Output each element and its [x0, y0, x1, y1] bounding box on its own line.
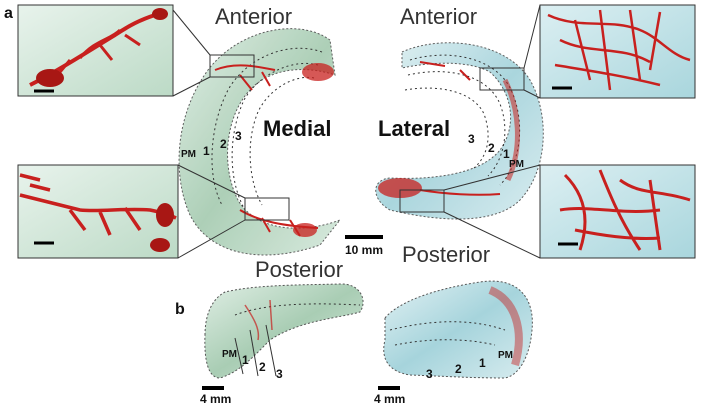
zone-1-medial-b: 1	[242, 353, 249, 367]
anterior-label-right: Anterior	[400, 4, 478, 29]
lateral-label: Lateral	[378, 116, 451, 141]
medial-section	[202, 283, 364, 390]
callout-lines	[172, 4, 541, 259]
inset-bottom-left	[17, 164, 179, 259]
inset-bottom-right	[539, 164, 696, 259]
zone-pm-lateral-b: PM	[498, 350, 513, 361]
zone-3-medial: 3	[235, 129, 242, 143]
posterior-label-right: Posterior	[402, 242, 491, 267]
scale-label-b-right: 4 mm	[374, 392, 406, 406]
zone-pm-medial-b: PM	[222, 349, 237, 360]
zone-pm-medial: PM	[181, 149, 196, 160]
zone-2-medial: 2	[220, 137, 227, 151]
medial-label: Medial	[263, 116, 332, 141]
scale-label-a: 10 mm	[345, 243, 384, 257]
zone-3-lateral-b: 3	[426, 367, 433, 381]
anterior-label-left: Anterior	[215, 4, 293, 29]
zone-pm-lateral: PM	[509, 159, 524, 170]
lateral-section	[378, 280, 533, 390]
zone-3-lateral: 3	[468, 132, 475, 146]
zone-2-medial-b: 2	[259, 360, 266, 374]
zone-3-medial-b: 3	[276, 367, 283, 381]
inset-top-left	[17, 4, 174, 97]
zone-1-lateral: 1	[503, 147, 510, 161]
zone-1-medial: 1	[203, 144, 210, 158]
panel-label-a: a	[4, 5, 13, 22]
medial-meniscus	[178, 28, 342, 256]
posterior-label-left: Posterior	[255, 257, 344, 282]
zone-2-lateral-b: 2	[455, 362, 462, 376]
panel-label-b: b	[175, 301, 185, 318]
zone-2-lateral: 2	[488, 141, 495, 155]
scale-label-b-left: 4 mm	[200, 392, 232, 406]
zone-1-lateral-b: 1	[479, 356, 486, 370]
inset-top-right	[539, 4, 696, 99]
